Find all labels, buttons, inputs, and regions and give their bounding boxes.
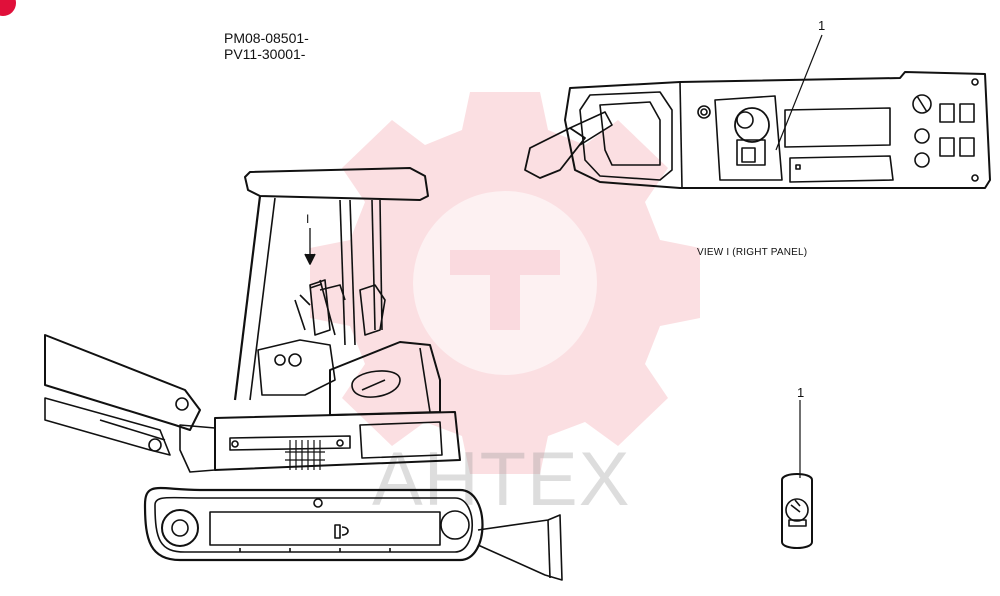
right-panel-view <box>524 34 991 189</box>
excavator-illustration <box>44 167 563 581</box>
watermark-text: AHTEX <box>372 437 631 522</box>
view-caption: VIEW I (RIGHT PANEL) <box>697 247 808 258</box>
serial-number-range-1: PM08-08501- <box>224 30 309 46</box>
part-detail-drawing <box>781 400 813 549</box>
callout-number: 1 <box>797 385 805 400</box>
view-arrow-label: I <box>306 212 310 226</box>
serial-number-range-2: PV11-30001- <box>224 46 306 62</box>
callout-number: 1 <box>818 18 826 33</box>
corner-badge <box>0 0 16 16</box>
